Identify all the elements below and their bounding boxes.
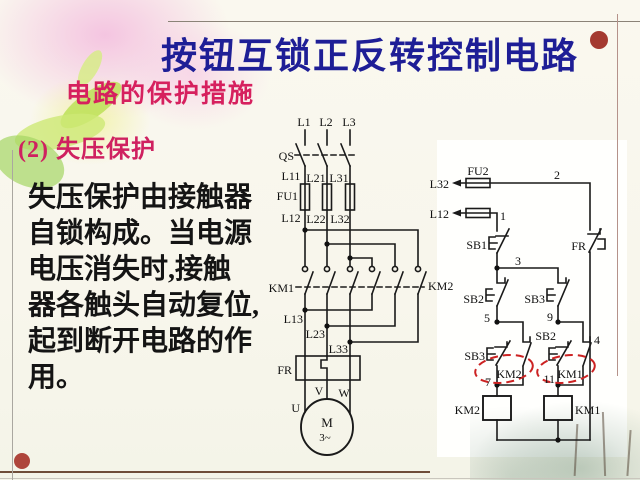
sb2-actuator2 bbox=[548, 347, 558, 361]
sb3-nc-contact bbox=[494, 339, 512, 367]
right-rule-line bbox=[617, 14, 618, 376]
contact-terminal bbox=[368, 265, 376, 273]
fuse-fu1-symbol bbox=[321, 183, 333, 211]
label-l23: L23 bbox=[306, 327, 325, 341]
label-wire-9: 9 bbox=[547, 310, 553, 324]
sb2-actuator bbox=[485, 288, 495, 302]
label-km1-coil: KM1 bbox=[575, 403, 600, 417]
section-heading: (2) 失压保护 bbox=[18, 137, 156, 163]
label-l31: L31 bbox=[329, 171, 348, 185]
control-circuit-labels: FU2 L32 L12 2 1 SB1 FR 3 SB2 SB3 5 9 SB3… bbox=[430, 164, 601, 417]
label-wire-1: 1 bbox=[500, 209, 506, 223]
page-title: 按钮互锁正反转控制电路 bbox=[160, 36, 579, 76]
label-l1: L1 bbox=[297, 115, 310, 129]
label-wire-3: 3 bbox=[515, 254, 521, 268]
label-motor-m: M bbox=[321, 415, 333, 430]
label-sb3-start: SB3 bbox=[524, 292, 545, 306]
page-subtitle: 电路的保护措施 bbox=[66, 81, 256, 108]
thermal-relay-fr-box bbox=[295, 355, 361, 381]
sb2-nc-contact bbox=[555, 339, 573, 367]
contact-terminal bbox=[414, 265, 422, 273]
arrow-l12 bbox=[452, 209, 461, 217]
label-v: V bbox=[315, 384, 324, 398]
km2-aux-contact bbox=[496, 321, 533, 386]
label-u: U bbox=[291, 401, 300, 415]
label-qs: QS bbox=[279, 149, 294, 163]
control-circuit-panel bbox=[437, 140, 627, 457]
label-sb2-start: SB2 bbox=[463, 292, 484, 306]
label-wire-11: 11 bbox=[543, 372, 555, 386]
sb3-actuator2 bbox=[546, 288, 556, 302]
fuse-fu2-symbol bbox=[465, 177, 491, 189]
control-circuit-wires bbox=[452, 177, 606, 441]
label-l2: L2 bbox=[319, 115, 332, 129]
label-sb2-nc: SB2 bbox=[535, 329, 556, 343]
contact-terminal bbox=[323, 265, 331, 273]
main-circuit-junctions bbox=[302, 227, 353, 345]
km2-selflock-highlight-ellipse bbox=[474, 354, 534, 384]
fuse-fu1-symbol bbox=[344, 183, 356, 211]
main-circuit-labels: L1 L2 L3 QS L11 L21 L31 FU1 L12 L22 L32 … bbox=[269, 115, 454, 444]
label-wire-5: 5 bbox=[484, 311, 490, 325]
label-l11: L11 bbox=[282, 169, 301, 183]
km1-coil-symbol bbox=[543, 395, 573, 421]
km2-coil-symbol bbox=[482, 395, 512, 421]
label-l12: L12 bbox=[281, 211, 300, 225]
sb1-actuator bbox=[488, 236, 498, 250]
label-l32-in: L32 bbox=[430, 177, 449, 191]
contact-terminal bbox=[301, 265, 309, 273]
label-fr: FR bbox=[277, 363, 292, 377]
label-wire-4: 4 bbox=[594, 333, 600, 347]
label-fu1: FU1 bbox=[277, 189, 298, 203]
label-l32: L32 bbox=[330, 212, 349, 226]
km1-selflock-highlight-ellipse bbox=[536, 354, 596, 384]
label-km2-aux: KM2 bbox=[496, 367, 521, 381]
body-text: 失压保护由接触器 自锁构成。当电源 电压消失时,接触 器各触头自动复位, 起到断… bbox=[28, 182, 260, 393]
label-sb3-nc: SB3 bbox=[464, 349, 485, 363]
sb3-contact bbox=[556, 277, 571, 308]
sb2-contact bbox=[495, 267, 510, 308]
sb3-actuator bbox=[486, 347, 496, 361]
fr-bracket bbox=[597, 238, 606, 250]
bottom-rule-line bbox=[0, 471, 430, 473]
main-circuit-wires bbox=[294, 129, 428, 456]
accent-dot-bottom-left bbox=[14, 453, 30, 469]
label-fu2: FU2 bbox=[467, 164, 488, 178]
label-km2: KM2 bbox=[428, 279, 453, 293]
label-l13: L13 bbox=[284, 312, 303, 326]
label-l21: L21 bbox=[306, 171, 325, 185]
sb1-contact bbox=[495, 227, 511, 255]
label-km2-coil: KM2 bbox=[455, 403, 480, 417]
fuse-fu1-symbol bbox=[299, 183, 311, 211]
label-l12-in: L12 bbox=[430, 207, 449, 221]
top-rule-line bbox=[168, 21, 640, 22]
label-wire-7: 7 bbox=[485, 375, 491, 389]
contact-terminal bbox=[391, 265, 399, 273]
label-l3: L3 bbox=[342, 115, 355, 129]
left-rule-line bbox=[12, 150, 13, 480]
contact-terminal bbox=[346, 265, 354, 273]
label-l33: L33 bbox=[329, 342, 348, 356]
motor-symbol bbox=[300, 398, 354, 456]
arrow-l32 bbox=[452, 179, 461, 187]
label-l22: L22 bbox=[306, 212, 325, 226]
fuse-symbol bbox=[465, 207, 491, 219]
label-sb1: SB1 bbox=[466, 238, 487, 252]
label-fr-control: FR bbox=[571, 239, 586, 253]
label-motor-3ph: 3~ bbox=[319, 432, 331, 444]
label-km1: KM1 bbox=[269, 281, 294, 295]
label-km1-aux: KM1 bbox=[557, 367, 582, 381]
fr-contact bbox=[587, 227, 603, 254]
label-wire-2: 2 bbox=[554, 168, 560, 182]
accent-dot-top-right bbox=[590, 31, 608, 49]
bottom-edge-line bbox=[0, 478, 640, 479]
label-w: W bbox=[338, 386, 350, 400]
